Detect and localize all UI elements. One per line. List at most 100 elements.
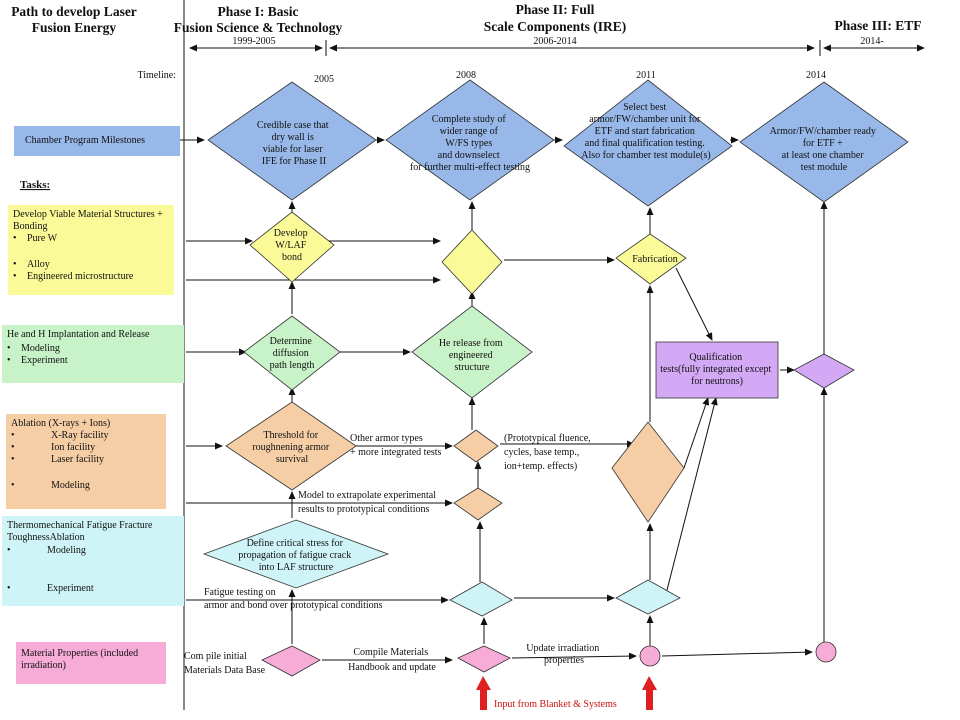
phase2-title-line1: Phase II: Full: [516, 2, 595, 17]
list-item-text: Modeling: [47, 545, 86, 556]
row-milestones-label: Chamber Program Milestones: [25, 135, 145, 146]
list-item-text: Ion facility: [51, 442, 96, 453]
orange-small-diamond-1: [453, 429, 499, 463]
m2014-line-2: for ETF +: [803, 138, 843, 149]
compile-initial-line-1: Com pile initial: [184, 651, 247, 662]
qualification-line-2: tests(fully integrated except: [660, 364, 771, 375]
list-item-text: Experiment: [21, 355, 68, 366]
other-armor-line-2: + more integrated tests: [350, 447, 442, 458]
milestone-2011-diamond: [563, 79, 733, 207]
model-extrapolate-line-1: Model to extrapolate experimental: [298, 490, 436, 501]
pink-diamond-1: [261, 645, 321, 677]
row-properties: Material Properties (included irradiatio…: [16, 642, 166, 684]
row-material-structures: Develop Viable Material Structures + Bon…: [8, 205, 174, 295]
list-item: Engineered microstructure: [13, 271, 169, 283]
row-milestones: Chamber Program Milestones: [14, 126, 180, 156]
orange-big-diamond: [611, 421, 685, 523]
timeline-year-2008: 2008: [456, 70, 476, 81]
diffusion-text: Determine diffusion path length: [270, 336, 315, 371]
timeline-year-2005: 2005: [314, 74, 334, 85]
m2011-line-4: and final qualification testing.: [585, 138, 705, 149]
list-item: Laser facility: [11, 454, 161, 466]
update-irradiation-line-1: Update irradiation: [526, 643, 599, 654]
prototypical-line-3: ion+temp. effects): [504, 461, 577, 472]
milestone-diamonds: [207, 79, 909, 207]
update-irradiation-text: Update irradiation properties: [526, 643, 602, 666]
row-material-structures-title: Develop Viable Material Structures + Bon…: [13, 209, 163, 232]
model-extrapolate-text: Model to extrapolate experimental result…: [298, 490, 439, 515]
compile-handbook-text: Compile Materials Handbook and update: [348, 647, 436, 673]
tasks-heading: Tasks:: [20, 179, 50, 191]
purple-diamond: [793, 353, 855, 389]
milestone-2008-diamond: [385, 79, 555, 201]
list-item-text: Alloy: [27, 259, 50, 270]
list-item: Modeling: [7, 545, 179, 557]
list-item: Alloy: [13, 259, 169, 271]
list-item: Experiment: [7, 583, 179, 595]
m2008-line-2: wider range of: [440, 126, 499, 137]
critical-stress-line-3: into LAF structure: [259, 562, 334, 573]
pink-circle-2011: [639, 645, 661, 667]
m2008-line-3: W/FS types: [445, 138, 492, 149]
list-item-text: Modeling: [51, 480, 90, 491]
list-item-text: Experiment: [47, 583, 94, 594]
m2008-line-1: Complete study of: [432, 114, 507, 125]
input-arrows: Input from Blanket & Systems: [476, 676, 657, 710]
diffusion-line-2: diffusion: [273, 348, 309, 359]
m2011-text: Select best armor/FW/chamber unit for ET…: [581, 102, 710, 161]
orange-small-diamond-2: [453, 487, 503, 521]
task-diamonds: [202, 211, 855, 677]
fatigue-testing-text: Fatigue testing on armor and bond over p…: [204, 587, 383, 611]
milestone-2014-diamond: [739, 81, 909, 203]
node-texts: Credible case that dry wall is viable fo…: [238, 102, 879, 573]
m2005-line-2: dry wall is: [272, 132, 314, 143]
develop-bond-line-1: Develop: [274, 228, 308, 239]
pink-diamond-2: [457, 645, 511, 673]
critical-stress-line-2: propagation of fatigue crack: [238, 550, 351, 561]
list-item: Pure W: [13, 233, 169, 245]
phase1-years: 1999-2005: [232, 36, 275, 47]
he-release-diamond: [411, 305, 533, 399]
timeline-year-2014: 2014: [806, 70, 826, 81]
he-release-line-1: He release from: [439, 338, 503, 349]
diffusion-diamond: [243, 315, 341, 391]
row-ablation: Ablation (X-rays + Ions) X-Ray facility …: [6, 414, 166, 509]
timeline-year-2011: 2011: [636, 70, 656, 81]
list-item-text: Pure W: [27, 233, 58, 244]
fabrication-diamond: [615, 233, 687, 285]
m2008-line-4: and downselect: [438, 150, 500, 161]
list-item: Experiment: [7, 355, 179, 367]
threshold-line-1: Threshold for: [263, 430, 318, 441]
row-fatigue-title: Thermomechanical Fatigue Fracture Toughn…: [7, 520, 153, 543]
threshold-diamond: [225, 401, 357, 491]
phase3-years: 2014-: [860, 36, 883, 47]
phase2-title-line2: Scale Components (IRE): [484, 19, 627, 34]
m2008-line-5: for further multi-effect testing: [410, 162, 530, 173]
arrow-pink-diamond-circle: [511, 652, 637, 660]
arrow-circle-circle: [661, 648, 813, 657]
qualification-line-3: for neutrons): [691, 376, 743, 387]
phase-years: 1999-2005 2006-2014 2014-: [232, 36, 883, 47]
empty-yellow-diamond: [441, 229, 503, 295]
threshold-line-3: survival: [276, 454, 308, 465]
qualification-box: [655, 341, 779, 399]
input-arrow-head-1: [476, 676, 491, 690]
other-armor-text: Other armor types + more integrated test…: [350, 433, 442, 458]
header-title-line1: Path to develop Laser: [11, 4, 137, 19]
annotations: Other armor types + more integrated test…: [184, 433, 602, 676]
input-arrow-shaft-2: [646, 688, 653, 710]
input-blanket-text: Input from Blanket & Systems: [494, 699, 617, 710]
m2014-text: Armor/FW/chamber ready for ETF + at leas…: [770, 126, 879, 173]
arrow-big-diamond-qualification: [683, 397, 710, 469]
header-title-line2: Fusion Energy: [32, 20, 117, 35]
m2005-line-3: viable for laser: [263, 144, 324, 155]
prototypical-text: (Prototypical fluence, cycles, base temp…: [504, 433, 593, 472]
compile-handbook-line-2: Handbook and update: [348, 662, 436, 673]
other-armor-line-1: Other armor types: [350, 433, 423, 444]
he-release-line-2: engineered: [449, 350, 493, 361]
input-arrow-head-2: [642, 676, 657, 690]
arrow-fabrication-qualification: [675, 267, 713, 341]
critical-stress-text: Define critical stress for propagation o…: [238, 538, 354, 573]
connectors: [180, 136, 828, 664]
